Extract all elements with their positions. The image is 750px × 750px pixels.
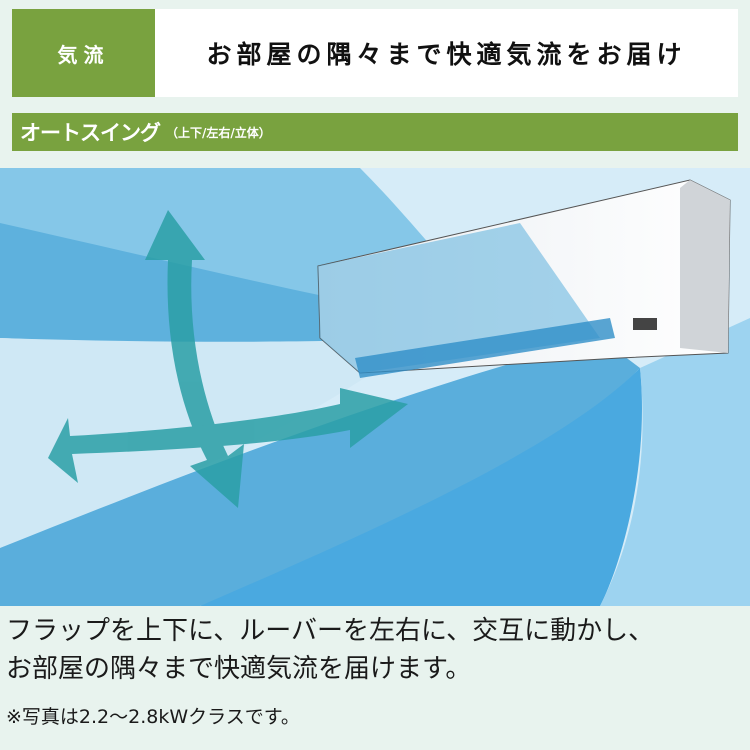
left-right-arrow [48, 388, 408, 483]
ac-flap [355, 318, 615, 378]
section-tag-label: 気流 [57, 42, 110, 67]
ac-display [633, 318, 657, 330]
airflow-scene [0, 168, 750, 606]
description-line-2: お部屋の隅々まで快適気流を届けます。 [6, 654, 472, 684]
airflow-band-right [600, 318, 750, 606]
feature-title: オートスイング [20, 121, 161, 145]
page-title: お部屋の隅々まで快適気流をお届け [155, 9, 738, 97]
airflow-arrows [48, 210, 408, 508]
air-conditioner [317, 179, 731, 378]
section-tag: 気流 [12, 9, 155, 97]
feature-bar: オートスイング （上下/左右/立体） [12, 113, 738, 151]
footnote: ※写真は2.2〜2.8kWクラスです。 [6, 706, 300, 728]
airflow-band-upper [0, 223, 560, 344]
up-down-arrow [145, 210, 244, 508]
airflow-illustration [0, 168, 750, 606]
page-title-text: お部屋の隅々まで快適気流をお届け [206, 40, 687, 69]
feature-modes: （上下/左右/立体） [166, 125, 271, 140]
description-line-1: フラップを上下に、ルーバーを左右に、交互に動かし、 [6, 616, 655, 646]
airflow-band-bottom [200, 368, 642, 606]
airflow-band-lower [0, 338, 640, 606]
ac-side [680, 180, 730, 353]
description: フラップを上下に、ルーバーを左右に、交互に動かし、 お部屋の隅々まで快適気流を届… [6, 612, 654, 688]
